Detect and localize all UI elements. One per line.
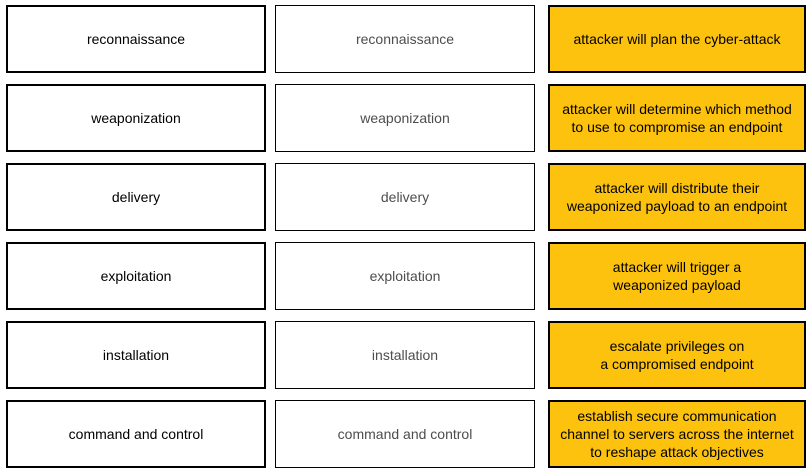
drop-zone-delivery[interactable]: delivery [275,163,535,231]
description-box-delivery: attacker will distribute their weaponize… [548,163,806,231]
dropped-item-label: exploitation [369,268,441,284]
dropped-item-label: installation [371,347,439,363]
drag-option-weaponization[interactable]: weaponization [6,84,266,152]
drop-zone-reconnaissance[interactable]: reconnaissance [275,5,535,73]
drag-option-exploitation[interactable]: exploitation [6,242,266,310]
description-text: attacker will distribute their weaponize… [566,179,788,214]
drag-option-label: command and control [68,426,204,442]
drag-option-label: installation [102,347,170,363]
description-box-command-and-control: establish secure communication channel t… [548,400,806,468]
row-exploitation: exploitation exploitation attacker will … [6,242,806,310]
description-text: establish secure communication channel t… [560,407,794,461]
dropped-item-label: delivery [380,189,430,205]
row-delivery: delivery delivery attacker will distribu… [6,163,806,231]
drop-zone-command-and-control[interactable]: command and control [275,400,535,468]
row-command-and-control: command and control command and control … [6,400,806,468]
description-box-reconnaissance: attacker will plan the cyber-attack [548,5,806,73]
drag-option-reconnaissance[interactable]: reconnaissance [6,5,266,73]
description-box-exploitation: attacker will trigger a weaponized paylo… [548,242,806,310]
drop-zone-installation[interactable]: installation [275,321,535,389]
description-text: attacker will plan the cyber-attack [573,30,781,47]
row-installation: installation installation escalate privi… [6,321,806,389]
drag-option-delivery[interactable]: delivery [6,163,266,231]
drag-option-installation[interactable]: installation [6,321,266,389]
drag-option-label: delivery [111,189,161,205]
drag-option-label: exploitation [100,268,172,284]
dropped-item-label: weaponization [360,110,450,126]
description-box-weaponization: attacker will determine which method to … [548,84,806,152]
description-text: attacker will trigger a weaponized paylo… [612,258,742,293]
drop-zone-exploitation[interactable]: exploitation [275,242,535,310]
drop-zone-weaponization[interactable]: weaponization [275,84,535,152]
drag-option-label: reconnaissance [86,31,186,47]
drag-option-label: weaponization [91,110,181,126]
row-weaponization: weaponization weaponization attacker wil… [6,84,806,152]
dropped-item-label: reconnaissance [355,31,455,47]
dropped-item-label: command and control [337,426,473,442]
drag-option-command-and-control[interactable]: command and control [6,400,266,468]
description-box-installation: escalate privileges on a compromised end… [548,321,806,389]
row-reconnaissance: reconnaissance reconnaissance attacker w… [6,5,806,73]
description-text: attacker will determine which method to … [562,100,792,135]
description-text: escalate privileges on a compromised end… [600,337,754,372]
